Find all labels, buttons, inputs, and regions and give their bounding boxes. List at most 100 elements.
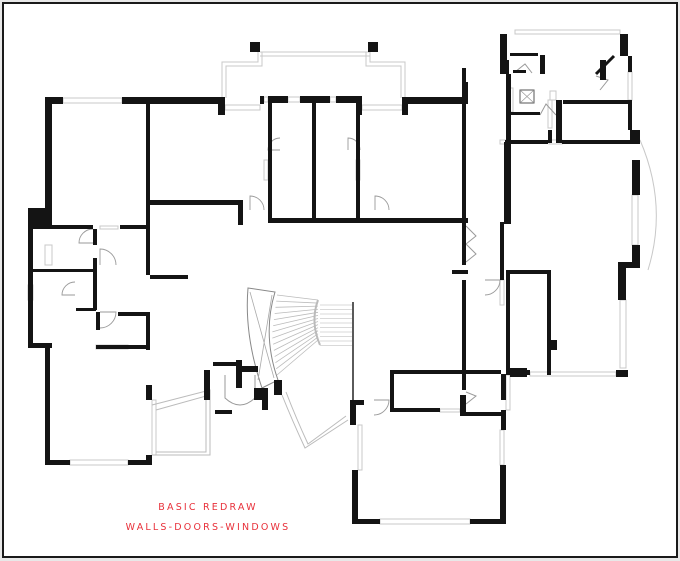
wall <box>510 368 527 377</box>
window <box>549 90 557 101</box>
wall <box>238 200 243 225</box>
window <box>151 399 157 456</box>
wall <box>96 345 150 349</box>
window <box>439 408 461 413</box>
window <box>263 159 269 181</box>
column <box>250 42 260 52</box>
wall <box>632 160 640 195</box>
wall <box>460 412 506 416</box>
wall <box>628 100 632 130</box>
window <box>499 429 505 466</box>
stair-tread <box>275 336 319 370</box>
wall <box>350 400 356 425</box>
door-swing <box>78 228 94 244</box>
wall <box>268 96 288 103</box>
window <box>357 424 363 471</box>
folding-door <box>514 63 533 74</box>
wall <box>146 103 150 275</box>
wall-diagonal <box>594 54 616 76</box>
wall <box>45 343 50 465</box>
stair-tread <box>273 327 319 351</box>
wall <box>551 340 557 350</box>
wall <box>260 96 264 104</box>
wall <box>452 270 468 274</box>
wall <box>28 225 33 348</box>
wall <box>505 140 548 144</box>
wall <box>146 312 150 350</box>
window <box>631 194 639 246</box>
wall <box>262 388 268 410</box>
wall <box>45 97 52 225</box>
wall <box>500 60 509 74</box>
door-swing <box>373 399 390 416</box>
wall <box>96 312 100 330</box>
stair-tread <box>274 308 319 314</box>
caption-title: BASIC REDRAW <box>158 502 258 513</box>
curved-ramp <box>281 391 349 449</box>
window <box>69 459 129 466</box>
wall <box>300 96 330 103</box>
wall <box>336 96 358 103</box>
wall <box>470 519 506 524</box>
door-swing <box>61 281 76 296</box>
wall <box>402 97 408 115</box>
window <box>44 244 53 266</box>
wall <box>500 465 506 524</box>
wall <box>146 455 152 465</box>
window <box>287 96 301 103</box>
window <box>619 299 627 369</box>
window <box>62 97 123 104</box>
wall <box>45 460 70 465</box>
folding-door <box>465 225 477 263</box>
wall <box>540 55 545 74</box>
wall <box>118 312 150 316</box>
wall <box>356 103 360 222</box>
wall <box>462 68 466 222</box>
wall <box>527 370 530 375</box>
wall <box>268 103 272 223</box>
stair-tread <box>276 300 319 304</box>
wall <box>563 100 632 104</box>
door-swing <box>484 279 501 296</box>
wall <box>390 218 468 223</box>
window <box>329 96 337 103</box>
wall <box>128 460 152 465</box>
stair-curve <box>313 299 321 346</box>
stair-tread <box>275 305 319 308</box>
wall <box>406 97 465 104</box>
wall <box>146 385 152 400</box>
stair-tread <box>274 330 319 357</box>
wall <box>122 97 220 104</box>
stair-tread <box>276 294 319 301</box>
terrace-railing <box>151 389 211 456</box>
wall <box>501 374 506 400</box>
wall <box>356 400 364 405</box>
wall <box>618 268 626 300</box>
stair-tread <box>272 321 319 339</box>
wall <box>462 222 466 265</box>
bay-window <box>639 139 657 271</box>
wall <box>618 262 640 268</box>
stair-tread <box>272 318 319 333</box>
stair-landing <box>246 287 279 389</box>
wall <box>500 34 507 60</box>
folding-door <box>465 391 477 405</box>
wall <box>93 258 97 270</box>
column <box>368 42 378 52</box>
wall <box>93 229 97 245</box>
wall <box>33 225 93 229</box>
window <box>379 518 471 525</box>
wall <box>150 200 240 205</box>
wall <box>628 56 632 72</box>
wall <box>204 370 210 400</box>
wall <box>390 370 394 412</box>
balcony-railing <box>221 51 406 98</box>
wall <box>506 274 510 375</box>
wall <box>506 270 550 274</box>
wall <box>504 142 511 224</box>
wall <box>394 408 440 412</box>
stair-tread <box>273 311 319 321</box>
wall <box>632 245 640 268</box>
window <box>224 104 261 111</box>
window <box>627 71 633 101</box>
